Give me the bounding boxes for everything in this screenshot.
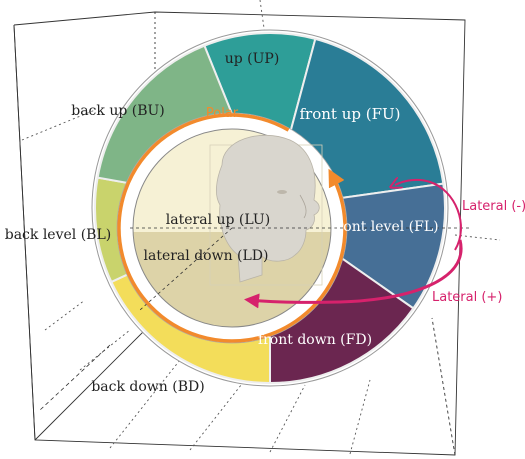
label-front-level: front level (FL)	[331, 219, 438, 235]
depth-axis	[139, 227, 233, 311]
box-left-edge	[13, 24, 36, 441]
label-back-down: back down (BD)	[91, 379, 204, 395]
lateral-pos-label: Lateral (+)	[432, 290, 502, 305]
head-model	[209, 134, 323, 286]
lateral-pos-arrow-path	[244, 239, 463, 309]
label-lateral-up: lateral up (LU)	[166, 212, 270, 228]
head-eye	[277, 190, 287, 194]
polar-arrow: Polar	[117, 106, 347, 343]
box-floor-edge	[34, 314, 161, 441]
lateral-neg-label: Lateral (-)	[462, 199, 525, 214]
segment-labels: up (UP) front up (FU) front level (FL) f…	[5, 51, 439, 395]
label-front-up: front up (FU)	[300, 105, 401, 123]
internal-axes	[39, 227, 470, 411]
label-back-up: back up (BU)	[71, 103, 165, 119]
lateral-arrows: Lateral (-) Lateral (+)	[244, 180, 525, 309]
label-lateral-down: lateral down (LD)	[144, 248, 269, 264]
polar-arrow-path	[117, 113, 347, 343]
box-right-floor-edge	[431, 317, 456, 456]
label-front-down: front down (FD)	[258, 332, 372, 348]
label-back-level: back level (BL)	[5, 227, 111, 243]
head-nose	[299, 194, 307, 219]
lateral-neg-arrow-path	[395, 180, 462, 251]
polar-label: Polar	[206, 106, 239, 121]
label-up: up (UP)	[225, 51, 280, 67]
floor-grid	[21, 0, 501, 455]
head-silhouette	[216, 134, 320, 283]
depth-axis-out	[39, 344, 111, 411]
